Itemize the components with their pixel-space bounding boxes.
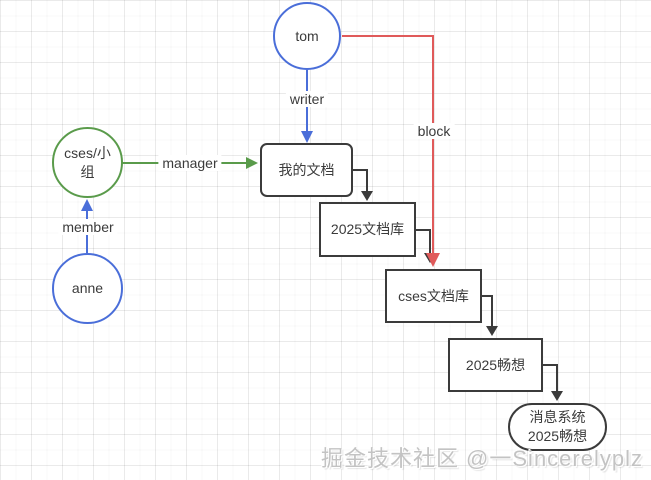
edge-member-arrowhead-icon [81,199,93,211]
node-cses-group: cses/小组 [52,127,123,198]
edge-block-arrowhead-icon [426,253,440,267]
edge-mydocs-docs2025-line [353,169,368,195]
node-tom-label: tom [295,27,319,44]
edge-writer-label: writer [285,91,329,107]
edge-docs2025-csesdocs-line [416,229,431,257]
edge-block-label: block [413,123,455,139]
node-message-system-label-line1: 消息系统 [529,409,586,426]
edge-block-line [342,35,434,255]
node-my-docs-label: 我的文档 [278,161,335,178]
node-message-system-label-line2: 2025畅想 [527,428,588,444]
node-docs-2025-label: 2025文档库 [330,221,405,238]
node-message-system-label: 消息系统 2025畅想 [528,408,587,446]
node-cses-docs-label: cses文档库 [398,287,469,304]
node-vision-2025: 2025畅想 [448,338,543,392]
edge-member-label: member [58,219,118,235]
node-cses-group-label: cses/小组 [64,144,111,180]
edge-manager-arrowhead-icon [246,157,258,169]
node-cses-docs: cses文档库 [385,269,482,323]
node-tom: tom [273,2,341,70]
edge-mydocs-docs2025-arrowhead-icon [361,191,373,201]
node-docs-2025: 2025文档库 [319,202,416,257]
edge-manager-label: manager [158,155,222,171]
node-my-docs: 我的文档 [260,143,353,197]
edge-csesdocs-vision2025-arrowhead-icon [486,326,498,336]
edge-writer-arrowhead-icon [301,131,313,143]
edge-vision2025-message-arrowhead-icon [551,391,563,401]
node-anne: anne [52,253,123,324]
node-anne-label: anne [71,280,104,297]
watermark-text: 掘金技术社区 @一Sincerelyplz [320,446,643,471]
node-message-system: 消息系统 2025畅想 [508,403,607,451]
node-vision-2025-label: 2025畅想 [465,356,526,373]
edge-vision2025-message-line [543,364,558,395]
edge-csesdocs-vision2025-line [482,295,493,330]
